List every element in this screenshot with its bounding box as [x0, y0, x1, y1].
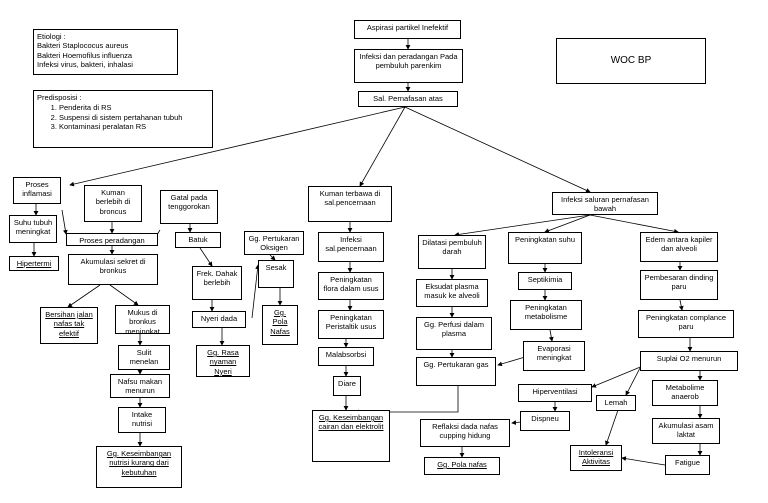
connector	[625, 367, 641, 396]
etiologi-box: Etiologi : Bakteri Staplococus aureus Ba…	[33, 29, 178, 75]
connector	[69, 106, 406, 187]
node-kuman-terbawa: Kuman terbawa di sal.pencernaan	[308, 186, 392, 222]
node-gg-pertukaran-oksigen: Gg. Pertukaran Oksigen	[244, 231, 304, 255]
diagram-title: WOC BP	[556, 38, 706, 84]
etiologi-line: Bakteri Staplococus aureus	[37, 41, 129, 51]
node-akumulasi-laktat: Akumulasi asam laktat	[652, 418, 720, 444]
connector	[454, 214, 591, 237]
node-hiperventilasi: Hiperventilasi	[518, 384, 592, 402]
node-mukus: Mukus di bronkus meningkat	[115, 305, 170, 334]
connectors	[31, 39, 703, 466]
node-aspirasi: Aspirasi partikel Inefektif	[354, 20, 461, 39]
connector	[251, 264, 260, 319]
node-metabolisme-anaerob: Metabolime anaerob	[652, 380, 718, 406]
connector	[497, 356, 526, 367]
connector	[605, 409, 619, 446]
node-gg-keseimbangan-cairan: Gg. Keseimbangan cairan dan elektrolit	[312, 410, 390, 462]
node-infeksi-pencernaan: Infeksi sal.pencernaan	[318, 232, 384, 262]
node-edem: Edem antara kapiler dan alveoli	[640, 232, 718, 262]
node-peningkatan-metabolisme: Peningkatan metabolisme	[510, 300, 582, 330]
etiologi-line: Infeksi virus, bakteri, inhalasi	[37, 60, 133, 70]
node-peningkatan-peristaltik: Peningkatan Peristaltik usus	[318, 310, 384, 339]
node-diare: Diare	[333, 376, 361, 396]
node-suplai-o2: Suplai O2 menurun	[640, 351, 738, 371]
predisposisi-item: Kontaminasi peralatan RS	[59, 122, 209, 131]
connector	[354, 386, 459, 415]
node-nyeri-dada: Nyeri dada	[192, 311, 246, 328]
node-gg-pola-nafas-a: Gg. Pola Nafas	[262, 305, 298, 345]
connector	[678, 299, 684, 311]
connector	[269, 254, 276, 261]
predisposisi-box: Predisposisi : Penderita di RS Suspensi …	[33, 90, 213, 148]
node-proses-peradangan: Proses peradangan	[66, 233, 158, 246]
connector	[589, 214, 679, 234]
node-akumulasi-sekret: Akumulasi sekret di bronkus	[68, 254, 158, 285]
node-bersihan-jalan-nafas: Bersihan jalan nafas tak efektif	[40, 307, 98, 344]
connector	[548, 329, 554, 342]
node-intoleransi-aktivitas: Intoleransi Aktivitas	[570, 445, 622, 471]
connector	[109, 284, 139, 306]
node-peningkatan-compliance: Peningkatan complance paru	[638, 310, 734, 338]
node-kuman-berlebih: Kuman berlebih di broncus	[84, 185, 142, 222]
node-gg-rasa-nyaman: Gg. Rasa nyaman Nyeri	[196, 345, 250, 377]
connector	[61, 209, 68, 235]
node-malabsorbsi: Malabsorbsi	[318, 347, 374, 366]
predisposisi-item: Suspensi di sistem pertahanan tubuh	[59, 113, 209, 122]
connector	[544, 214, 591, 233]
connector	[621, 456, 666, 466]
node-gatal-tenggorokan: Gatal pada tenggorokan	[160, 190, 218, 224]
node-evaporasi: Evaporasi meningkat	[523, 341, 585, 371]
node-infeksi-saluran: Infeksi saluran pernafasan bawah	[552, 192, 658, 215]
connector	[199, 247, 213, 267]
node-proses-inflamasi: Proses inflamasi	[13, 177, 61, 204]
etiologi-heading: Etiologi :	[37, 32, 66, 41]
node-batuk: Batuk	[175, 232, 221, 248]
node-septikimia: Septikimia	[518, 272, 572, 290]
predisposisi-heading: Predisposisi :	[37, 93, 82, 102]
node-pembesaran: Pembesaran dinding paru	[640, 270, 718, 300]
connector	[67, 284, 101, 308]
node-infeksi-peradangan: Infeksi dan peradangan Pada pembuluh par…	[354, 49, 463, 83]
node-suhu-tubuh: Suhu tubuh meningkat	[9, 215, 57, 243]
node-gg-pola-nafas-b: Gg. Pola nafas	[424, 457, 500, 475]
node-sal-pernafasan: Sal. Pernafasan atas	[358, 91, 458, 107]
node-gg-pertukaran-gas: Gg. Pertukaran gas	[416, 357, 496, 386]
node-peningkatan-flora: Peningkatan flora dalam usus	[318, 272, 384, 300]
node-dilatasi: Dilatasi pembuluh darah	[418, 235, 486, 269]
node-fatigue: Fatigue	[665, 455, 710, 475]
node-peningkatan-suhu: Peningkatan suhu	[508, 232, 582, 264]
node-sesak: Sesak	[258, 260, 294, 288]
node-gg-perfusi: Gg. Perfusi dalam plasma	[416, 317, 492, 350]
node-frek-dahak: Frek. Dahak berlebih	[192, 266, 242, 300]
node-nafsu-makan: Nafsu makan menurun	[110, 374, 170, 398]
node-gg-keseimbangan-nutrisi: Gg. Keseimbangan nutrisi kurang dari keb…	[96, 446, 182, 488]
predisposisi-item: Penderita di RS	[59, 103, 209, 112]
connector	[404, 106, 591, 193]
node-eksudat: Eksudat plasma masuk ke alveoli	[416, 279, 488, 307]
predisposisi-list: Penderita di RS Suspensi di sistem perta…	[37, 103, 209, 131]
node-refleksi: Reflaksi dada nafas cupping hidung	[420, 419, 510, 447]
connector	[359, 106, 406, 187]
node-sulit-menelan: Sulit menelan	[118, 345, 170, 370]
node-intake-nutrisi: Intake nutrisi	[118, 407, 166, 433]
node-dispneu: Dispneu	[520, 411, 570, 431]
node-hipertermi: Hipertermi	[9, 256, 59, 271]
node-lemah: Lemah	[596, 395, 636, 411]
etiologi-line: Bakteri Hoemofilus influenza	[37, 50, 133, 60]
